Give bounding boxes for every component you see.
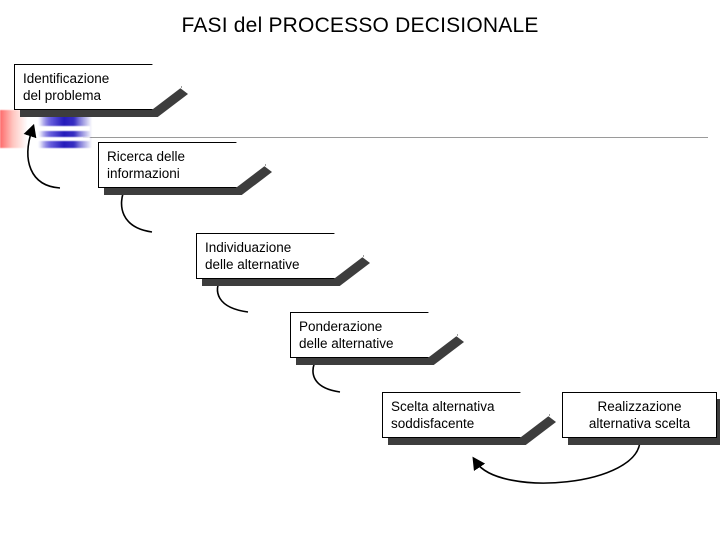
step-5-shape [382, 392, 550, 438]
step-3-line-2: delle alternative [205, 257, 300, 272]
step-1-shape [14, 64, 182, 110]
step-4[interactable]: Ponderazione delle alternative [290, 312, 464, 365]
step-4-line-1: Ponderazione [299, 319, 383, 334]
step-1-line-2: del problema [23, 88, 102, 103]
step-2[interactable]: Ricerca delle informazioni [98, 142, 272, 195]
step-5-line-2: soddisfacente [391, 416, 475, 431]
step-3-line-1: Individuazione [205, 240, 292, 255]
step-6[interactable]: Realizzazione alternativa scelta [562, 392, 720, 445]
decorative-white-stripe [30, 126, 90, 131]
connector-6-5 [472, 439, 641, 484]
step-3-label: Individuazione delle alternative [196, 233, 364, 279]
step-4-line-2: delle alternative [299, 336, 394, 351]
step-5[interactable]: Scelta alternativa soddisfacente [382, 392, 556, 445]
horizontal-rule [83, 137, 708, 138]
page-title: FASI del PROCESSO DECISIONALE [181, 14, 539, 37]
step-1-label: Identificazione del problema [14, 64, 182, 110]
step-2-line-2: informazioni [107, 166, 180, 181]
step-6-line-2: alternativa scelta [588, 416, 691, 431]
step-2-shape [98, 142, 266, 188]
step-1[interactable]: Identificazione del problema [14, 64, 188, 117]
step-5-label: Scelta alternativa soddisfacente [382, 392, 550, 438]
decorative-white-stripe-2 [30, 137, 90, 141]
step-6-shape [562, 392, 717, 438]
step-2-label: Ricerca delle informazioni [98, 142, 266, 188]
step-3[interactable]: Individuazione delle alternative [196, 233, 370, 286]
step-5-line-1: Scelta alternativa [391, 399, 495, 414]
step-4-label: Ponderazione delle alternative [290, 312, 458, 358]
step-6-label: Realizzazione alternativa scelta [562, 392, 717, 438]
step-2-line-1: Ricerca delle [107, 149, 186, 164]
step-1-line-1: Identificazione [23, 71, 110, 86]
step-6-line-1: Realizzazione [597, 399, 682, 414]
step-4-shape [290, 312, 458, 358]
step-3-shape [196, 233, 364, 279]
